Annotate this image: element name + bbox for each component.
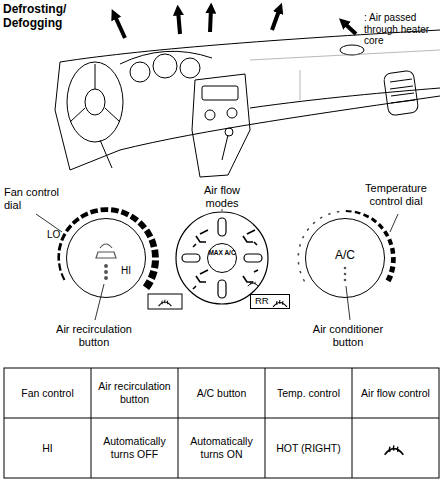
defrost-icon [272,296,288,308]
dial-text: LO [47,229,60,241]
temperature-arc [298,210,396,282]
recirculation-icon [96,244,116,279]
table-cell: Automatically turns ON [179,419,264,477]
dial-text: MAX A/C [208,250,236,257]
table-cell: Automatically turns OFF [92,419,177,477]
title: Defrosting/ Defogging [3,3,83,31]
callout-label: Air recirculation button [46,323,142,348]
airflow-arrow [114,8,280,38]
table-cell: Air recirculation button [92,369,177,417]
legend-arrow [343,22,356,34]
rear-defrost-button: RR [250,294,290,309]
table-cell: Fan control [5,369,90,417]
defrost-icon [159,300,172,306]
legend-text: : Air passed through heater core [364,12,440,47]
table-cell: Air flow control [353,369,438,417]
leader-line [36,209,398,320]
settings-table [4,368,439,478]
defrost-icon [385,445,404,454]
fan-control-dial: LOHI [66,218,146,298]
dial-text: HI [121,265,131,277]
ac-indicator-dots [344,267,347,282]
dashboard [55,30,440,177]
callout-label: Air flow modes [192,184,252,209]
callout-label: Fan control dial [4,186,66,211]
table-cell: A/C button [179,369,264,417]
callout-label: Air conditioner button [302,323,394,348]
front-defrost-button [148,294,182,309]
airflow-mode-dial [176,212,268,304]
table-cell: HOT (RIGHT) [266,419,351,477]
dial-text: RR [255,296,269,307]
fan-speed-arc [57,207,159,290]
table-cell: HI [5,419,90,477]
max-ac-button: MAX A/C [207,243,237,273]
temperature-control-dial: A/C [305,218,385,298]
table-cell: Temp. control [266,369,351,417]
dial-text: A/C [306,249,384,263]
callout-label: Temperature control dial [356,182,436,207]
